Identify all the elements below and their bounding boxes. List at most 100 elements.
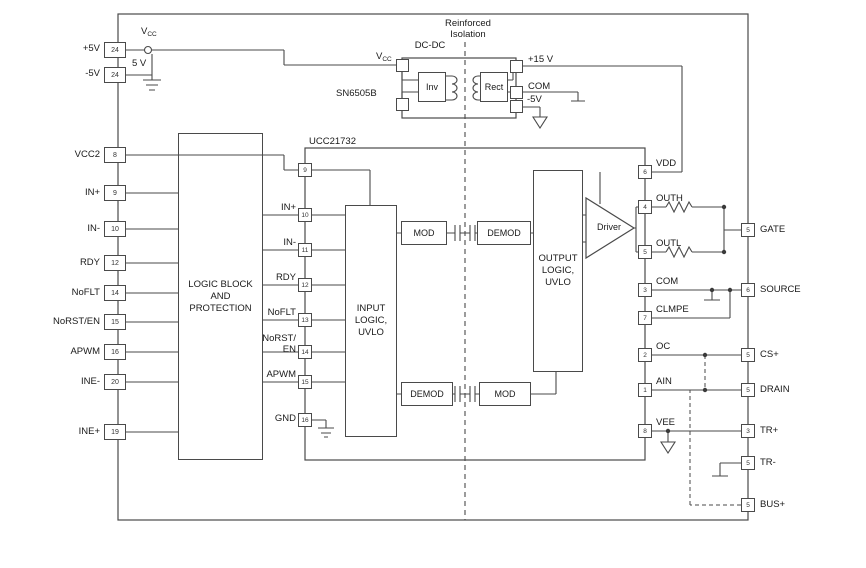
isolation-capacitor-icons [454, 225, 476, 402]
driver-label: Driver [597, 222, 621, 232]
tr-minus-terminal-label: TR- [760, 457, 776, 468]
resistor-icons [665, 200, 693, 259]
ain-label: AIN [656, 376, 672, 387]
junction-dots [665, 204, 733, 434]
vcc-dcdc-label: VCC [376, 51, 392, 63]
apwm-pin-box: 16 [104, 344, 126, 360]
logic-block-line3: PROTECTION [189, 302, 252, 314]
ground-bars-icon [143, 79, 334, 438]
ground-triangle-icons [531, 116, 677, 455]
ucc-rdy-pin-box: 12 [298, 278, 312, 292]
output-logic-line1: OUTPUT [538, 253, 578, 264]
ucc-apwm-label: APWM [266, 369, 296, 380]
in-minus-label: IN- [87, 223, 100, 234]
minus5-pin-box: 24 [104, 67, 126, 83]
noflt-pin-box: 14 [104, 285, 126, 301]
com-pin-box: 3 [638, 283, 652, 297]
dcdc-plus15-pin-box [510, 60, 523, 73]
outh-label: OUTH [656, 193, 683, 204]
vcc-terminal-icon [143, 45, 153, 55]
vee-pin-box: 8 [638, 424, 652, 438]
clmpe-pin-box: 7 [638, 311, 652, 325]
logic-block-line1: LOGIC BLOCK [188, 278, 253, 290]
ucc21732-title: UCC21732 [309, 136, 356, 147]
sn6505b-label: SN6505B [336, 88, 377, 99]
five-v-label: 5 V [132, 58, 147, 69]
output-logic-block: OUTPUT LOGIC, UVLO [533, 170, 583, 372]
outh-pin-box: 4 [638, 200, 652, 214]
ucc-rdy-label: RDY [275, 272, 296, 283]
vee-label: VEE [656, 417, 676, 428]
source-terminal-box: 6 [741, 283, 755, 297]
norst-en-label: NoRST/EN [53, 316, 100, 327]
clmpe-label: CLMPE [656, 304, 689, 315]
input-logic-line1: INPUT [356, 303, 386, 314]
norst-en-pin-box: 15 [104, 314, 126, 330]
dcdc-gnd-pin-box [396, 98, 409, 111]
apwm-label: APWM [70, 346, 100, 357]
input-logic-block: INPUT LOGIC, UVLO [345, 205, 397, 437]
ucc-in-plus-pin-box: 10 [298, 208, 312, 222]
ucc-apwm-pin-box: 15 [298, 375, 312, 389]
dcdc-com-pin-box [510, 86, 523, 99]
vcc2-label: VCC2 [74, 149, 100, 160]
drain-terminal-box: 5 [741, 383, 755, 397]
ine-minus-pin-box: 20 [104, 374, 126, 390]
output-logic-line3: UVLO [545, 277, 571, 288]
ucc-vcc-pin-box: 9 [298, 163, 312, 177]
rdy-label: RDY [79, 257, 100, 268]
ucc-norst-label-line2: EN [282, 344, 296, 355]
dcdc-label: DC-DC [414, 40, 446, 51]
ucc-in-minus-label: IN- [283, 237, 296, 248]
tr-plus-terminal-box: 3 [741, 424, 755, 438]
in-plus-label: IN+ [84, 187, 100, 198]
cs-plus-terminal-label: CS+ [760, 349, 779, 360]
outl-pin-box: 5 [638, 245, 652, 259]
vdd-label: VDD [656, 158, 677, 169]
demod-bottom-block: DEMOD [401, 382, 453, 406]
tr-plus-terminal-label: TR+ [760, 425, 779, 436]
dcdc-minus5-pin-box [510, 100, 523, 113]
bus-plus-terminal-box: 5 [741, 498, 755, 512]
transformer-icon [451, 75, 479, 101]
ucc-gnd-label: GND [274, 413, 296, 424]
minus5-out-label: -5V [527, 94, 542, 105]
ucc-norst-label-line1: NoRST/ [262, 333, 296, 344]
noflt-label: NoFLT [71, 287, 100, 298]
in-plus-pin-box: 9 [104, 185, 126, 201]
ain-pin-box: 1 [638, 383, 652, 397]
vcc-top-label: VCC [141, 26, 157, 38]
vcc2-pin-box: 8 [104, 147, 126, 163]
mod-bottom-block: MOD [479, 382, 531, 406]
input-logic-line2: LOGIC, [354, 315, 388, 326]
logic-block-line2: AND [210, 290, 231, 302]
ucc-noflt-label: NoFLT [267, 307, 296, 318]
cs-plus-terminal-box: 5 [741, 348, 755, 362]
ucc21732-box [304, 147, 646, 461]
output-logic-line2: LOGIC, [541, 265, 575, 276]
gate-terminal-label: GATE [760, 224, 786, 235]
demod-top-block: DEMOD [477, 221, 531, 245]
dashed-links [689, 355, 741, 506]
com-label: COM [656, 276, 679, 287]
reinforced-isolation-label-line1: Reinforced [445, 18, 491, 29]
minus5-label: -5V [85, 68, 100, 79]
com-out-label: COM [528, 81, 551, 92]
plus5-pin-box: 24 [104, 42, 126, 58]
outl-label: OUTL [656, 238, 682, 249]
drain-terminal-label: DRAIN [760, 384, 790, 395]
oc-pin-box: 2 [638, 348, 652, 362]
source-terminal-label: SOURCE [760, 284, 801, 295]
bus-plus-terminal-label: BUS+ [760, 499, 786, 510]
ucc-noflt-pin-box: 13 [298, 313, 312, 327]
in-minus-pin-box: 10 [104, 221, 126, 237]
ine-plus-label: INE+ [78, 426, 100, 437]
logic-block: LOGIC BLOCK AND PROTECTION [178, 133, 263, 460]
ucc-norst-pin-box: 14 [298, 345, 312, 359]
vdd-pin-box: 6 [638, 165, 652, 179]
dcdc-vcc-pin-box [396, 59, 409, 72]
ine-minus-label: INE- [81, 376, 100, 387]
oc-label: OC [656, 341, 671, 352]
ucc-gnd-pin-box: 16 [298, 413, 312, 427]
